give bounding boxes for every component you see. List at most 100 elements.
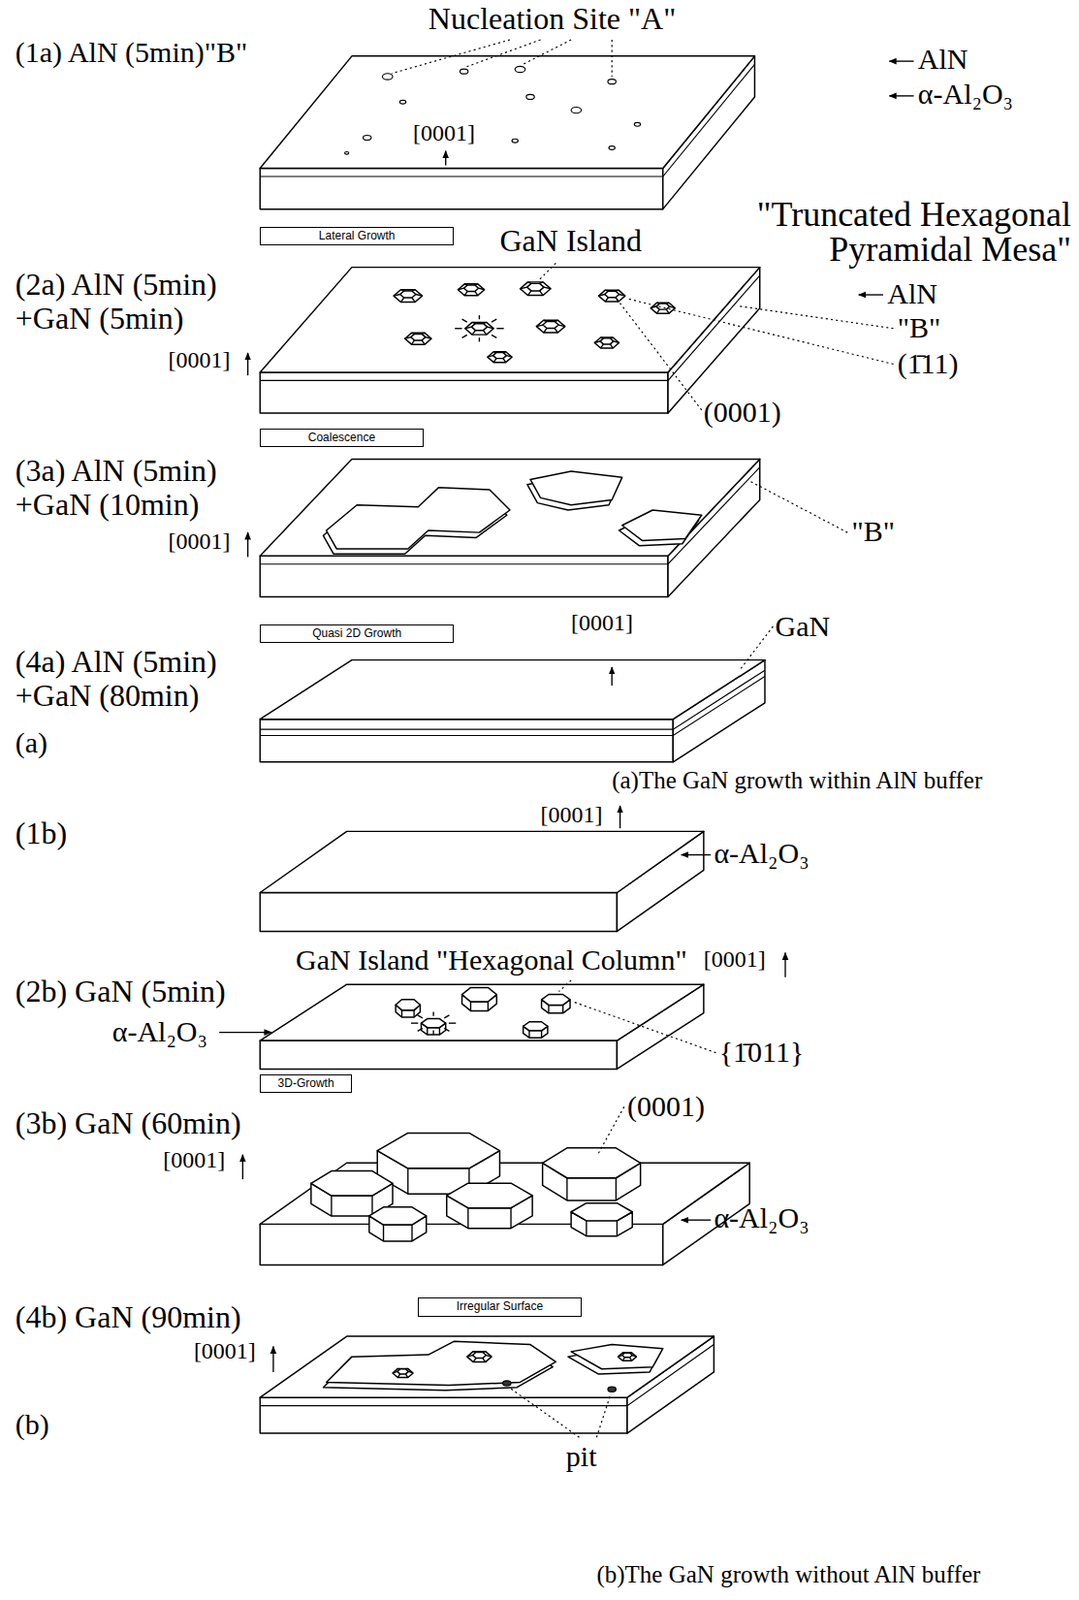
mesa-facet-edge	[669, 306, 676, 309]
layer-boundary	[259, 63, 755, 177]
coalesced-region	[326, 487, 510, 549]
mesa-facet-edge	[425, 337, 432, 340]
c-axis-arrow	[272, 1346, 274, 1372]
leader-line	[521, 39, 572, 65]
figure-label: "B"	[897, 311, 942, 344]
mesa-facet-edge	[554, 328, 558, 333]
leader-line	[538, 262, 556, 281]
defect-ray	[496, 327, 504, 329]
mesa-facet-edge	[656, 309, 660, 314]
pit-mark	[503, 1380, 511, 1386]
defect-ray	[444, 1015, 449, 1018]
column-edge	[585, 1220, 587, 1237]
hexagonal-column-top	[571, 1203, 633, 1221]
mesa-facet-edge	[408, 1370, 413, 1373]
substrate-top-face	[259, 830, 704, 892]
substrate-top-face	[259, 267, 760, 373]
figure-label: GaN Island "Hexagonal Column"	[295, 943, 688, 976]
hexagonal-column-top	[395, 999, 420, 1011]
mesa-facet-edge	[558, 324, 566, 327]
c-axis-arrow	[619, 805, 621, 828]
pit-mark	[607, 1386, 616, 1392]
mesa-facet-edge	[400, 297, 404, 302]
nucleation-site	[459, 68, 468, 74]
mesa-top-facet	[471, 323, 487, 331]
nucleation-site	[345, 152, 350, 156]
coalesced-region	[622, 509, 702, 541]
substrate-top-face	[259, 660, 765, 720]
layer-boundary	[259, 669, 765, 730]
illustration-group	[219, 39, 914, 1437]
c-axis-arrow	[247, 532, 249, 557]
column-edge	[540, 1030, 542, 1038]
figure-label: [0001]	[168, 347, 231, 373]
column-edge	[439, 1027, 441, 1035]
truncated-pyramid-mesa	[536, 319, 565, 333]
mesa-facet-edge	[412, 297, 415, 302]
layer-pointer	[888, 60, 914, 62]
mesa-facet-edge	[405, 337, 412, 340]
layer-pointer	[219, 1031, 272, 1033]
irregular-plateau	[571, 1344, 664, 1369]
leader-line	[738, 306, 894, 329]
layer-pointer	[681, 854, 712, 856]
mesa-facet-edge	[613, 341, 620, 344]
stage-label: Irregular Surface	[423, 1299, 575, 1315]
leader-line	[572, 1001, 716, 1053]
mesa-facet-edge	[485, 1355, 492, 1358]
mesa-facet-edge	[543, 328, 547, 333]
column-edge	[487, 1001, 489, 1011]
nucleation-site	[381, 73, 393, 80]
figure-label: "B"	[851, 514, 895, 547]
nucleation-site	[608, 146, 615, 151]
mesa-top-facet	[463, 285, 478, 292]
defect-ray	[448, 1021, 456, 1023]
mesa-facet-edge	[601, 344, 604, 349]
mesa-facet-edge	[473, 1358, 477, 1363]
figure-label: GaN	[775, 609, 831, 642]
c-axis-arrow	[611, 666, 613, 686]
figure-label: α-Al₂O₃	[713, 836, 809, 869]
substrate-top-face	[259, 1335, 714, 1397]
mesa-facet-edge	[393, 293, 401, 296]
figure-label: Nucleation Site "A"	[428, 1, 676, 36]
mesa-facet-edge	[482, 330, 486, 335]
mesa-facet-edge	[457, 287, 464, 290]
truncated-pyramid-mesa	[594, 337, 619, 349]
figure-label: (1a) AlN (5min)"B"	[15, 35, 248, 68]
column-edge	[566, 1177, 568, 1201]
truncated-pyramid-mesa	[599, 289, 626, 302]
figure-label: (4b) GaN (90min)	[15, 1300, 242, 1334]
mesa-facet-edge	[482, 1358, 486, 1363]
growth-stage-box: 3D-Growth	[259, 1074, 352, 1094]
substrate-front-face	[259, 555, 668, 597]
substrate-front-face	[259, 891, 617, 931]
mesa-facet-edge	[493, 358, 497, 363]
mesa-facet-edge	[392, 1370, 398, 1373]
mesa-facet-edge	[619, 293, 626, 296]
c-axis-arrow	[242, 1154, 244, 1179]
column-edge	[616, 1220, 618, 1237]
figure-label: α-Al₂O₃	[112, 1015, 208, 1048]
defect-ray	[462, 334, 468, 338]
layer-pointer	[858, 293, 884, 295]
hexagonal-column-top	[446, 1182, 533, 1208]
mesa-facet-edge	[609, 344, 613, 349]
figure-label: (4a) AlN (5min) +GaN (80min)	[15, 644, 239, 713]
hexagonal-column-top	[369, 1206, 427, 1225]
mesa-facet-edge	[411, 340, 414, 345]
leader-line	[740, 626, 774, 669]
mesa-facet-edge	[594, 341, 601, 344]
nucleation-site	[607, 79, 616, 85]
figure-label: [0001]	[412, 120, 476, 146]
column-edge	[426, 1027, 428, 1035]
figure-label: (2a) AlN (5min) +GaN (5min)	[15, 267, 239, 336]
defect-ray	[417, 1027, 423, 1031]
layer-boundary	[259, 675, 765, 735]
figure-label: (a)	[15, 726, 48, 759]
leader-line	[611, 39, 613, 77]
truncated-pyramid-mesa	[467, 1351, 492, 1363]
hexagonal-column-top	[377, 1132, 500, 1168]
column-edge	[615, 1177, 617, 1201]
